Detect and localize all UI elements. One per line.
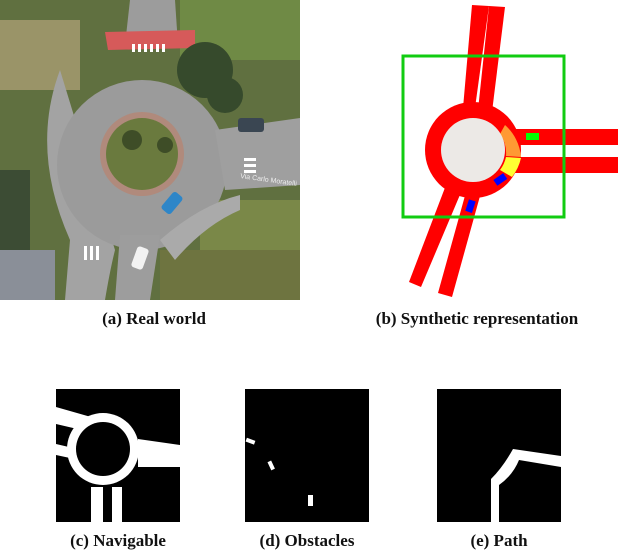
panel-real-world-image: Via Carlo Moratelli (0, 0, 300, 300)
caption-e: (e) Path (470, 531, 528, 550)
caption-c: (c) Navigable (70, 531, 166, 550)
aerial-roundabout-illustration: Via Carlo Moratelli (0, 0, 300, 300)
panel-synthetic-representation (380, 0, 618, 300)
caption-b: (b) Synthetic representation (375, 309, 579, 328)
panel-path-mask (437, 389, 561, 522)
navigable-mask-illustration (56, 407, 180, 522)
panel-obstacles-mask (245, 389, 369, 522)
obstacles-mask-illustration (245, 437, 313, 506)
path-mask-illustration (491, 449, 561, 522)
caption-d: (d) Obstacles (259, 531, 355, 550)
synthetic-map-illustration (401, 5, 618, 297)
caption-a: (a) Real world (102, 309, 206, 328)
panel-navigable-mask (56, 389, 180, 522)
